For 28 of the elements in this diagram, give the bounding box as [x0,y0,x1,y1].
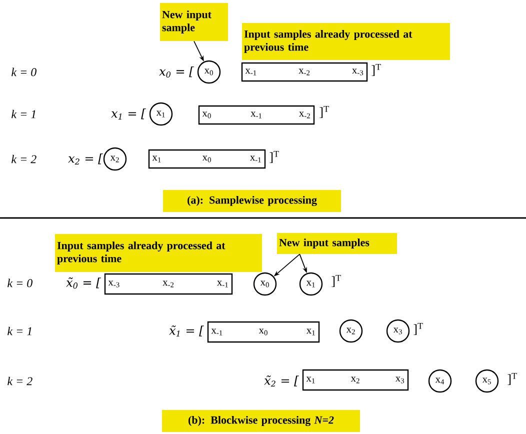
transpose-bracket: ]$^{T}$ [270,150,279,164]
caption-band: (a): Samplewise processing [163,190,341,212]
callout-box: Input samples already processed at previous time [55,234,262,272]
sample-block: x$_{0}$ x$_{-1}$ x$_{-2}$ [198,105,315,125]
sample-block: x$_{-1}$ x$_{-2}$ x$_{-3}$ [241,62,368,82]
callout-box: New input samples [277,233,397,254]
time-index: k = 0 [8,278,32,288]
sample-block: x$_{-3}$ x$_{-2}$ x$_{-1}$ [104,273,233,295]
transpose-bracket: ]$^{T}$ [332,274,341,288]
transpose-bracket: ]$^{T}$ [320,106,329,118]
time-index: k = 1 [8,326,32,336]
time-index: k = 0 [12,68,36,76]
vector-equation: x̃$_{1}$ = [ [169,325,204,337]
vector-equation: x̃$_{0}$ = [ [66,277,101,289]
time-index: k = 2 [12,154,36,164]
transpose-bracket: ]$^{T}$ [372,64,381,76]
callout-box: New input sample [160,3,228,41]
vector-equation: x$_{1}$ = [ [111,108,146,120]
caption-band: (b): Blockwise processing N=2 [162,410,360,432]
callout-box: Input samples already processed at previous time [242,23,450,60]
sample-block: x$_{1}$ x$_{2}$ x$_{3}$ [302,369,409,391]
time-index: k = 2 [8,376,32,386]
sample-block: x$_{1}$ x$_{0}$ x$_{-1}$ [148,149,266,169]
vector-equation: x$_{0}$ = [ [159,66,194,78]
time-index: k = 1 [12,110,36,118]
transpose-bracket: ]$^{T}$ [414,322,423,336]
vector-equation: x̃$_{2}$ = [ [264,375,299,387]
sample-block: x$_{-1}$ x$_{0}$ x$_{1}$ [207,321,320,343]
